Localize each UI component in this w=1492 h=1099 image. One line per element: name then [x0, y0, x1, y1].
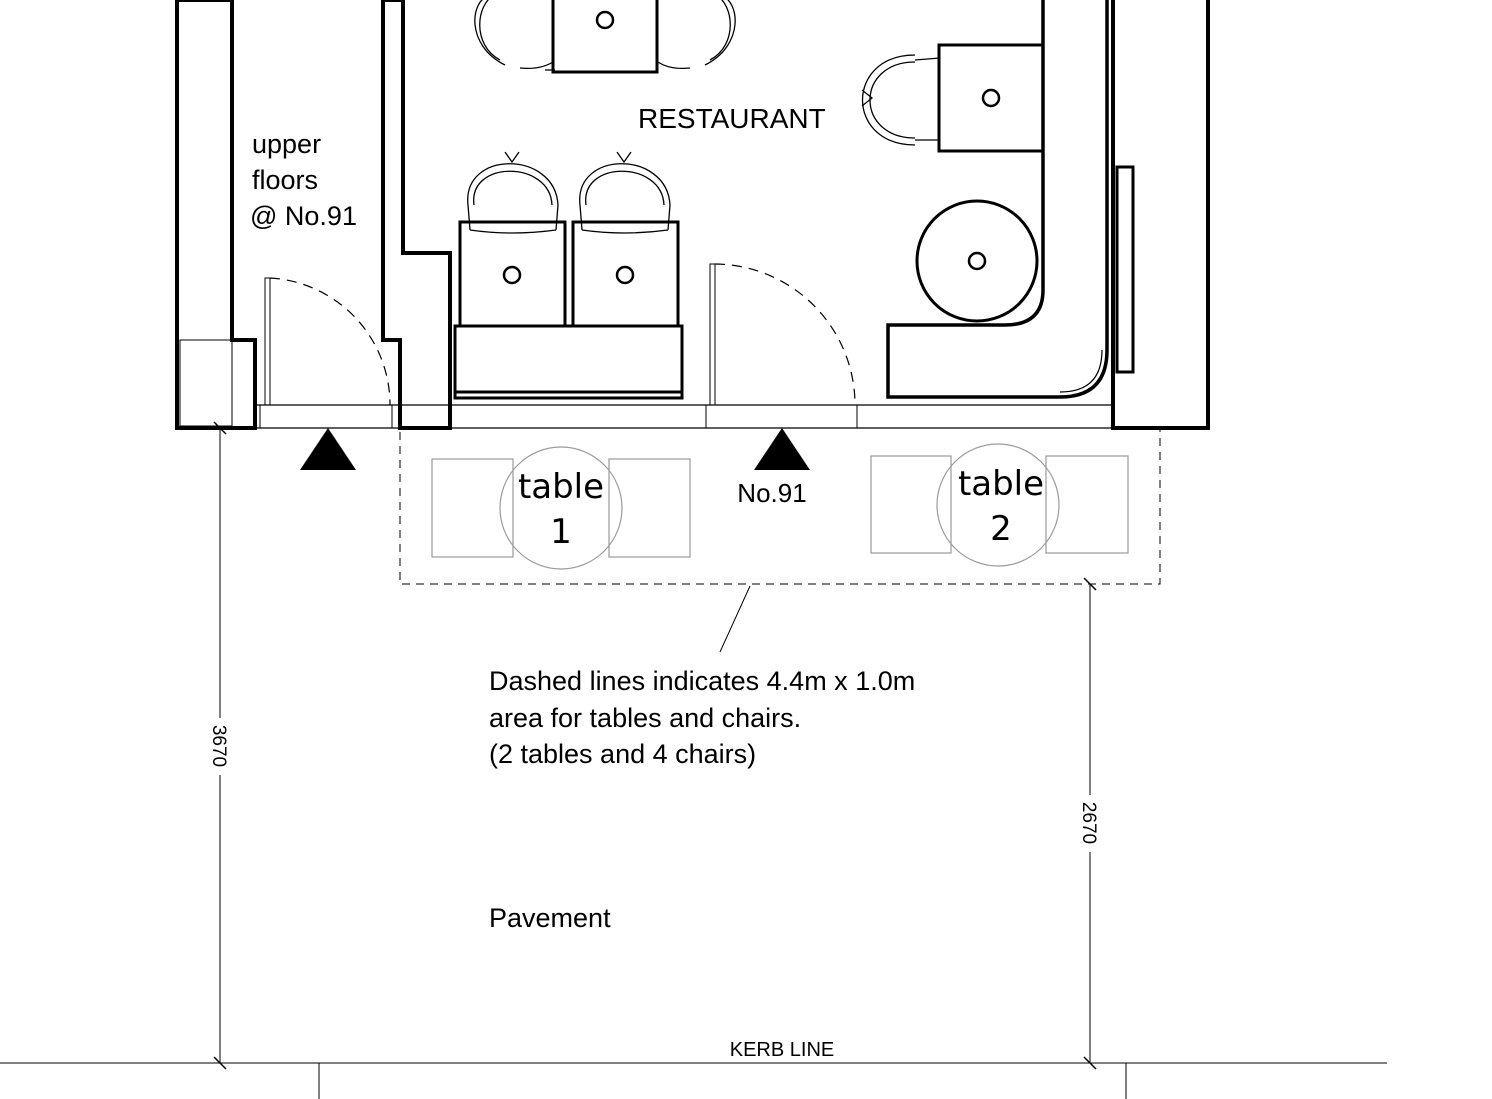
right-wall-niche — [1115, 165, 1135, 374]
note-line: Dashed lines indicates 4.4m x 1.0m — [489, 666, 915, 696]
bench — [453, 324, 684, 400]
table-leg-icon — [981, 88, 1001, 108]
chair-icon — [474, 0, 555, 71]
note-line: area for tables and chairs. — [489, 703, 801, 733]
outdoor-chair — [608, 458, 691, 558]
indoor-table-top — [551, 0, 659, 74]
left-door-leaf — [264, 277, 271, 406]
upper-floors-label: upper — [252, 129, 321, 159]
main-door-leaf — [709, 263, 716, 406]
right-wall — [1111, 0, 1210, 430]
chair-icon — [579, 151, 671, 234]
outdoor-chair — [431, 458, 514, 558]
table-2-label: table — [958, 464, 1044, 504]
outdoor-seating-area — [399, 427, 1161, 585]
kerb-line-label: KERB LINE — [730, 1039, 834, 1061]
outdoor-table-1 — [499, 446, 623, 570]
indoor-table-1 — [458, 220, 567, 328]
left-wall — [175, 0, 257, 430]
outdoor-chair — [1045, 455, 1129, 554]
indoor-table-2 — [571, 220, 680, 328]
middle-wall — [381, 0, 452, 430]
entrance-label: No.91 — [737, 478, 806, 508]
entrance-arrow-icon — [300, 428, 356, 470]
table-leg-icon — [502, 265, 522, 285]
note-line: (2 tables and 4 chairs) — [489, 739, 756, 769]
table-leg-icon — [967, 251, 987, 271]
upper-floors-label: @ No.91 — [250, 201, 357, 231]
indoor-table-right — [937, 43, 1045, 153]
upper-floors-label: floors — [252, 165, 318, 195]
note-leader — [719, 585, 751, 653]
dimension-tick — [1083, 577, 1097, 591]
dimension-right-label: 2670 — [1078, 802, 1099, 844]
chair-icon — [467, 151, 559, 234]
entrance-arrow-icon — [754, 428, 810, 470]
restaurant-label: RESTAURANT — [638, 103, 826, 134]
outdoor-table-2 — [936, 443, 1060, 567]
left-wall-column — [179, 339, 233, 427]
pavement-label: Pavement — [489, 903, 611, 933]
dimension-left-label: 3670 — [208, 725, 229, 767]
bar-counter — [886, 0, 1109, 399]
left-door-swing — [269, 277, 391, 406]
dimension-tick — [213, 421, 227, 435]
table-1-label: table — [518, 467, 604, 507]
chair-icon — [657, 0, 736, 70]
table-2-number: 2 — [990, 509, 1012, 549]
outdoor-chair — [870, 455, 952, 554]
round-table — [915, 199, 1039, 323]
chair-icon — [861, 54, 941, 146]
main-door-swing — [714, 263, 856, 406]
table-leg-icon — [615, 265, 635, 285]
counter-edge — [1059, 349, 1103, 393]
table-1-number: 1 — [550, 512, 572, 552]
table-leg-icon — [595, 10, 615, 30]
